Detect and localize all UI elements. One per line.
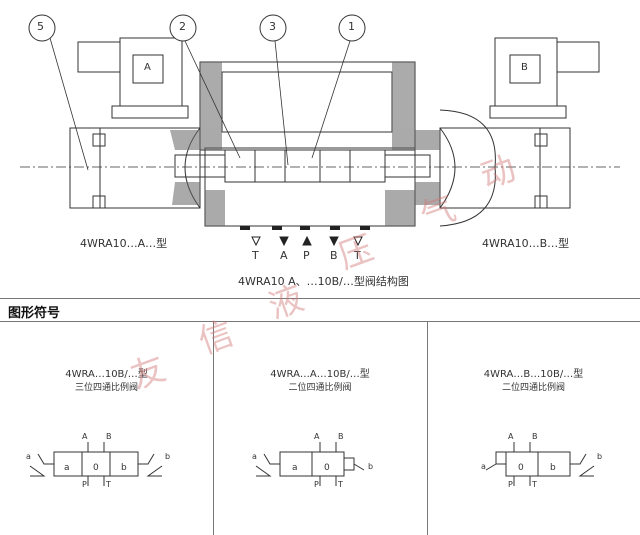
p1-port-b: B [106,432,112,441]
callout-1-label: 1 [348,20,355,33]
callout-2 [169,14,197,42]
callout-3-label: 3 [269,20,276,33]
port-label-b: B [330,249,338,262]
section-top-rule [0,298,640,299]
coil-b-label: B [521,62,528,73]
p2-port-a: A [314,432,320,441]
panel-1-desc: 三位四通比例阀 [74,383,138,393]
p3-end-a: a [481,462,486,471]
callout-5-label: 5 [37,20,44,33]
p3-box-b: b [550,463,556,473]
p1-box-a: a [64,463,70,473]
section-title: 图形符号 [8,306,61,321]
watermark-char-2: 信 [193,313,240,363]
p3-box-0: 0 [518,463,524,473]
p1-port-p: P [82,480,87,489]
symbol-3-position [29,442,163,486]
port-label-t-left: T [252,249,259,262]
port-label-t-right: T [354,249,361,262]
panel-2-model: 4WRA…A…10B/…型 [270,369,370,380]
p2-port-p: P [314,480,319,489]
p3-port-t: T [532,480,537,489]
p1-box-b: b [121,463,127,473]
structure-caption: 4WRA10 A、…10B/…型阀结构图 [238,275,409,288]
callout-1 [338,14,366,42]
panel-1-model: 4WRA…10B/…型 [65,369,148,380]
p1-box-0: 0 [93,463,99,473]
p2-end-a: a [252,452,257,461]
panel-divider-2 [427,322,428,535]
p2-box-a: a [292,463,298,473]
callout-5 [28,14,56,42]
callout-3 [259,14,287,42]
p3-end-b: b [597,452,603,461]
p1-end-a: a [26,452,31,461]
port-p-marker [302,235,312,246]
panel-3-desc: 二位四通比例阀 [501,383,565,393]
port-t-left-marker [251,236,261,247]
panel-3-model: 4WRA…B…10B/…型 [483,369,584,380]
p2-port-t: T [338,480,343,489]
port-label-a: A [280,249,288,262]
p2-port-b: B [338,432,344,441]
coil-a-label: A [144,62,151,73]
left-model-label: 4WRA10…A…型 [80,237,168,250]
p1-end-b: b [165,452,171,461]
port-label-p: P [303,249,310,262]
port-b-marker [329,236,339,247]
section-header-rule [0,321,640,322]
symbol-2-position-a [255,442,365,486]
panel-divider-1 [213,322,214,535]
symbols-svg [29,442,595,486]
right-model-label: 4WRA10…B…型 [482,237,570,250]
port-t-right-marker [353,236,363,247]
p1-port-t: T [106,480,111,489]
p1-port-a: A [82,432,88,441]
p2-box-0: 0 [324,463,330,473]
port-a-marker [279,236,289,247]
symbol-2-position-b [485,442,595,486]
callout-2-label: 2 [179,20,186,33]
panel-2-desc: 二位四通比例阀 [288,383,352,393]
p3-port-b: B [532,432,538,441]
valve-structure-drawing [20,14,620,247]
p3-port-p: P [508,480,513,489]
p3-port-a: A [508,432,514,441]
p2-end-b: b [368,462,374,471]
